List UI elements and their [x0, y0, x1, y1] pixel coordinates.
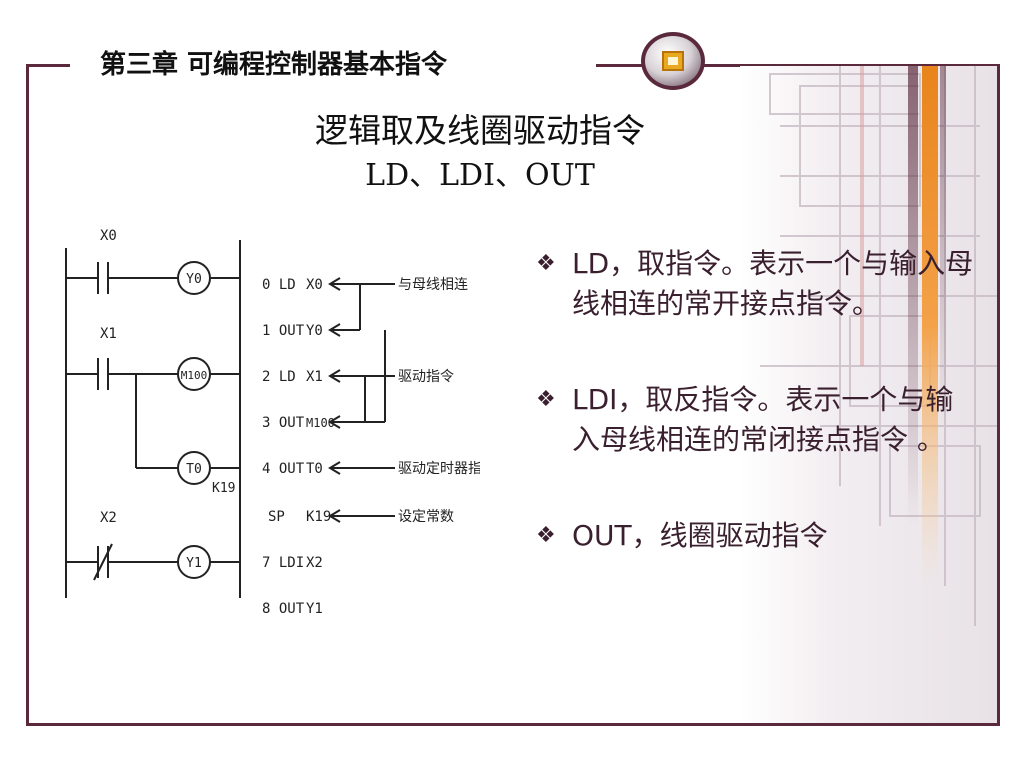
- program-operand-2: X1: [306, 369, 323, 385]
- annotation-set-constant: 设定常数: [398, 509, 454, 525]
- program-operand-0: X0: [306, 277, 323, 293]
- coil-label-t0: T0: [186, 462, 202, 477]
- bullet-text-ldi: LDI，取反指令。表示一个与输入母线相连的常闭接点指令 。: [572, 383, 954, 456]
- bullet-item-ldi: ❖ LDI，取反指令。表示一个与输入母线相连的常闭接点指令 。: [536, 380, 976, 460]
- contact-label-x0: X0: [100, 228, 117, 244]
- frame-left: [26, 64, 29, 726]
- program-operand-4: T0: [306, 461, 323, 477]
- contact-label-x1: X1: [100, 326, 117, 342]
- coil-label-y1: Y1: [186, 556, 202, 571]
- diamond-bullet-icon: ❖: [536, 251, 556, 276]
- ladder-diagram: X0 X1 X2 Y0 M100 T0 Y1 K19 0 LD X0 1 OUT…: [60, 218, 480, 638]
- program-step-3: 3 OUT: [262, 415, 305, 431]
- bullet-text-ld: LD，取指令。表示一个与输入母线相连的常开接点指令。: [572, 247, 974, 320]
- program-step-4: 4 OUT: [262, 461, 305, 477]
- program-operand-6: X2: [306, 555, 323, 571]
- timer-constant-label: K19: [212, 481, 235, 496]
- coil-label-y0: Y0: [186, 272, 202, 287]
- frame-top-mid: [596, 64, 646, 67]
- program-operand-3: M100: [306, 416, 335, 430]
- program-step-6: 7 LDI: [262, 555, 304, 571]
- chapter-title: 第三章 可编程控制器基本指令: [100, 50, 448, 80]
- program-operand-7: Y1: [306, 601, 323, 617]
- program-step-1: 1 OUT: [262, 323, 305, 339]
- frame-top-left: [26, 64, 70, 67]
- slide-title: 逻辑取及线圈驱动指令: [315, 111, 645, 150]
- annotation-bus-connect: 与母线相连: [398, 277, 468, 293]
- annotation-drive: 驱动指令: [398, 369, 454, 385]
- contact-label-x2: X2: [100, 510, 117, 526]
- bullet-list: ❖ LD，取指令。表示一个与输入母线相连的常开接点指令。 ❖ LDI，取反指令。…: [536, 244, 976, 612]
- bullet-text-out: OUT，线圈驱动指令: [572, 519, 828, 552]
- frame-right: [997, 64, 1000, 726]
- diamond-bullet-icon: ❖: [536, 523, 556, 548]
- frame-top-right: [702, 64, 1000, 67]
- bullet-item-out: ❖ OUT，线圈驱动指令: [536, 516, 976, 556]
- program-operand-5: K19: [306, 509, 331, 525]
- program-step-0: 0 LD: [262, 277, 296, 293]
- slide-subtitle: LD、LDI、OUT: [365, 158, 595, 193]
- program-operand-1: Y0: [306, 323, 323, 339]
- coil-label-m100: M100: [181, 369, 208, 382]
- frame-bottom: [26, 723, 1000, 726]
- decorative-background: [740, 66, 997, 723]
- program-step-7: 8 OUT: [262, 601, 305, 617]
- square-emblem-icon: [641, 32, 705, 90]
- program-step-2: 2 LD: [262, 369, 296, 385]
- bullet-item-ld: ❖ LD，取指令。表示一个与输入母线相连的常开接点指令。: [536, 244, 976, 324]
- diamond-bullet-icon: ❖: [536, 387, 556, 412]
- annotation-drive-timer: 驱动定时器指令: [398, 461, 480, 477]
- program-step-5: SP: [268, 509, 285, 525]
